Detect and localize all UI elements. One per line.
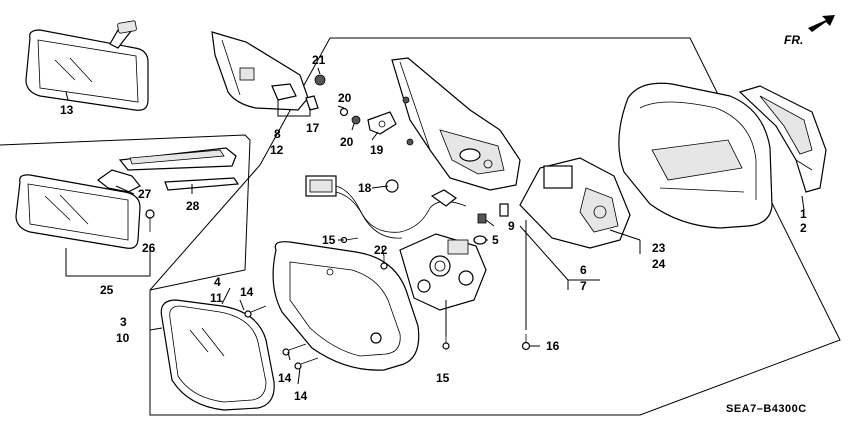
part-13-rear-view-mirror — [25, 20, 149, 111]
callout-12: 12 — [270, 143, 284, 157]
callout-5: 5 — [492, 233, 499, 247]
part-8-12-mirror-cover — [211, 31, 319, 111]
callout-9: 9 — [508, 219, 515, 233]
callout-17: 17 — [306, 121, 320, 135]
bolt-9-icon — [477, 213, 487, 224]
callout-11: 11 — [210, 291, 223, 305]
callout-13: 13 — [60, 103, 74, 117]
callout-8: 8 — [274, 127, 281, 141]
callout-14-mid: 14 — [278, 371, 292, 385]
callout-28: 28 — [186, 199, 200, 213]
part-mirror-actuator-plate — [399, 233, 487, 311]
oring-5-icon — [473, 235, 487, 245]
callout-19: 19 — [370, 143, 384, 157]
screw-20b-icon — [351, 115, 361, 125]
screw-14c-icon — [294, 357, 319, 370]
callout-18: 18 — [358, 181, 372, 195]
callout-7: 7 — [580, 279, 587, 293]
fasteners-19-20-21 — [314, 74, 397, 135]
screw-20a-icon — [339, 107, 349, 117]
callout-3: 3 — [120, 315, 127, 329]
front-label: FR. — [784, 33, 803, 47]
drawing-code: SEA7–B4300C — [726, 403, 807, 415]
bracket-19-icon — [367, 111, 397, 135]
callout-14-top: 14 — [240, 285, 254, 299]
callout-numbers: 13 21 20 20 19 17 8 12 27 28 26 25 4 11 … — [60, 53, 807, 403]
callout-10: 10 — [116, 331, 130, 345]
callout-22: 22 — [374, 243, 388, 257]
part-6-7-mirror-base — [391, 57, 521, 191]
callout-15-left: 15 — [322, 233, 336, 247]
part-23-24-actuator — [519, 157, 631, 249]
part-1-2-turn-signal — [738, 85, 827, 193]
front-direction-indicator: FR. — [784, 15, 835, 47]
part-4-11-mirror-housing — [272, 241, 420, 371]
callout-6: 6 — [580, 263, 587, 277]
callout-27: 27 — [138, 187, 152, 201]
callout-2: 2 — [800, 221, 807, 235]
part-3-10-mirror-glass — [160, 299, 275, 411]
callout-24: 24 — [652, 257, 666, 271]
screw-26-icon — [145, 209, 155, 219]
front-arrow-icon — [808, 15, 835, 32]
nut-21-icon — [314, 74, 326, 86]
callout-21: 21 — [312, 53, 326, 67]
leader-lines — [65, 67, 805, 385]
callout-20-top: 20 — [338, 91, 352, 105]
part-25-rear-view-mirror-assy — [15, 147, 240, 249]
screw-14b-icon — [282, 343, 307, 356]
callout-4: 4 — [214, 275, 221, 289]
callout-16: 16 — [546, 339, 560, 353]
callout-14-bottom: 14 — [294, 389, 308, 403]
part-18-wire-harness — [305, 175, 467, 239]
callout-25: 25 — [100, 283, 114, 297]
callout-1: 1 — [800, 207, 807, 221]
screw-15b-icon — [442, 336, 450, 350]
callout-23: 23 — [652, 241, 666, 255]
part-housing-skull-cap — [618, 82, 773, 229]
screw-22-icon — [380, 256, 388, 270]
callout-26: 26 — [142, 241, 156, 255]
callout-20-bottom: 20 — [340, 135, 354, 149]
screw-14a-icon — [244, 305, 267, 318]
screw-16-icon — [521, 334, 531, 351]
callout-15-bottom: 15 — [436, 371, 450, 385]
